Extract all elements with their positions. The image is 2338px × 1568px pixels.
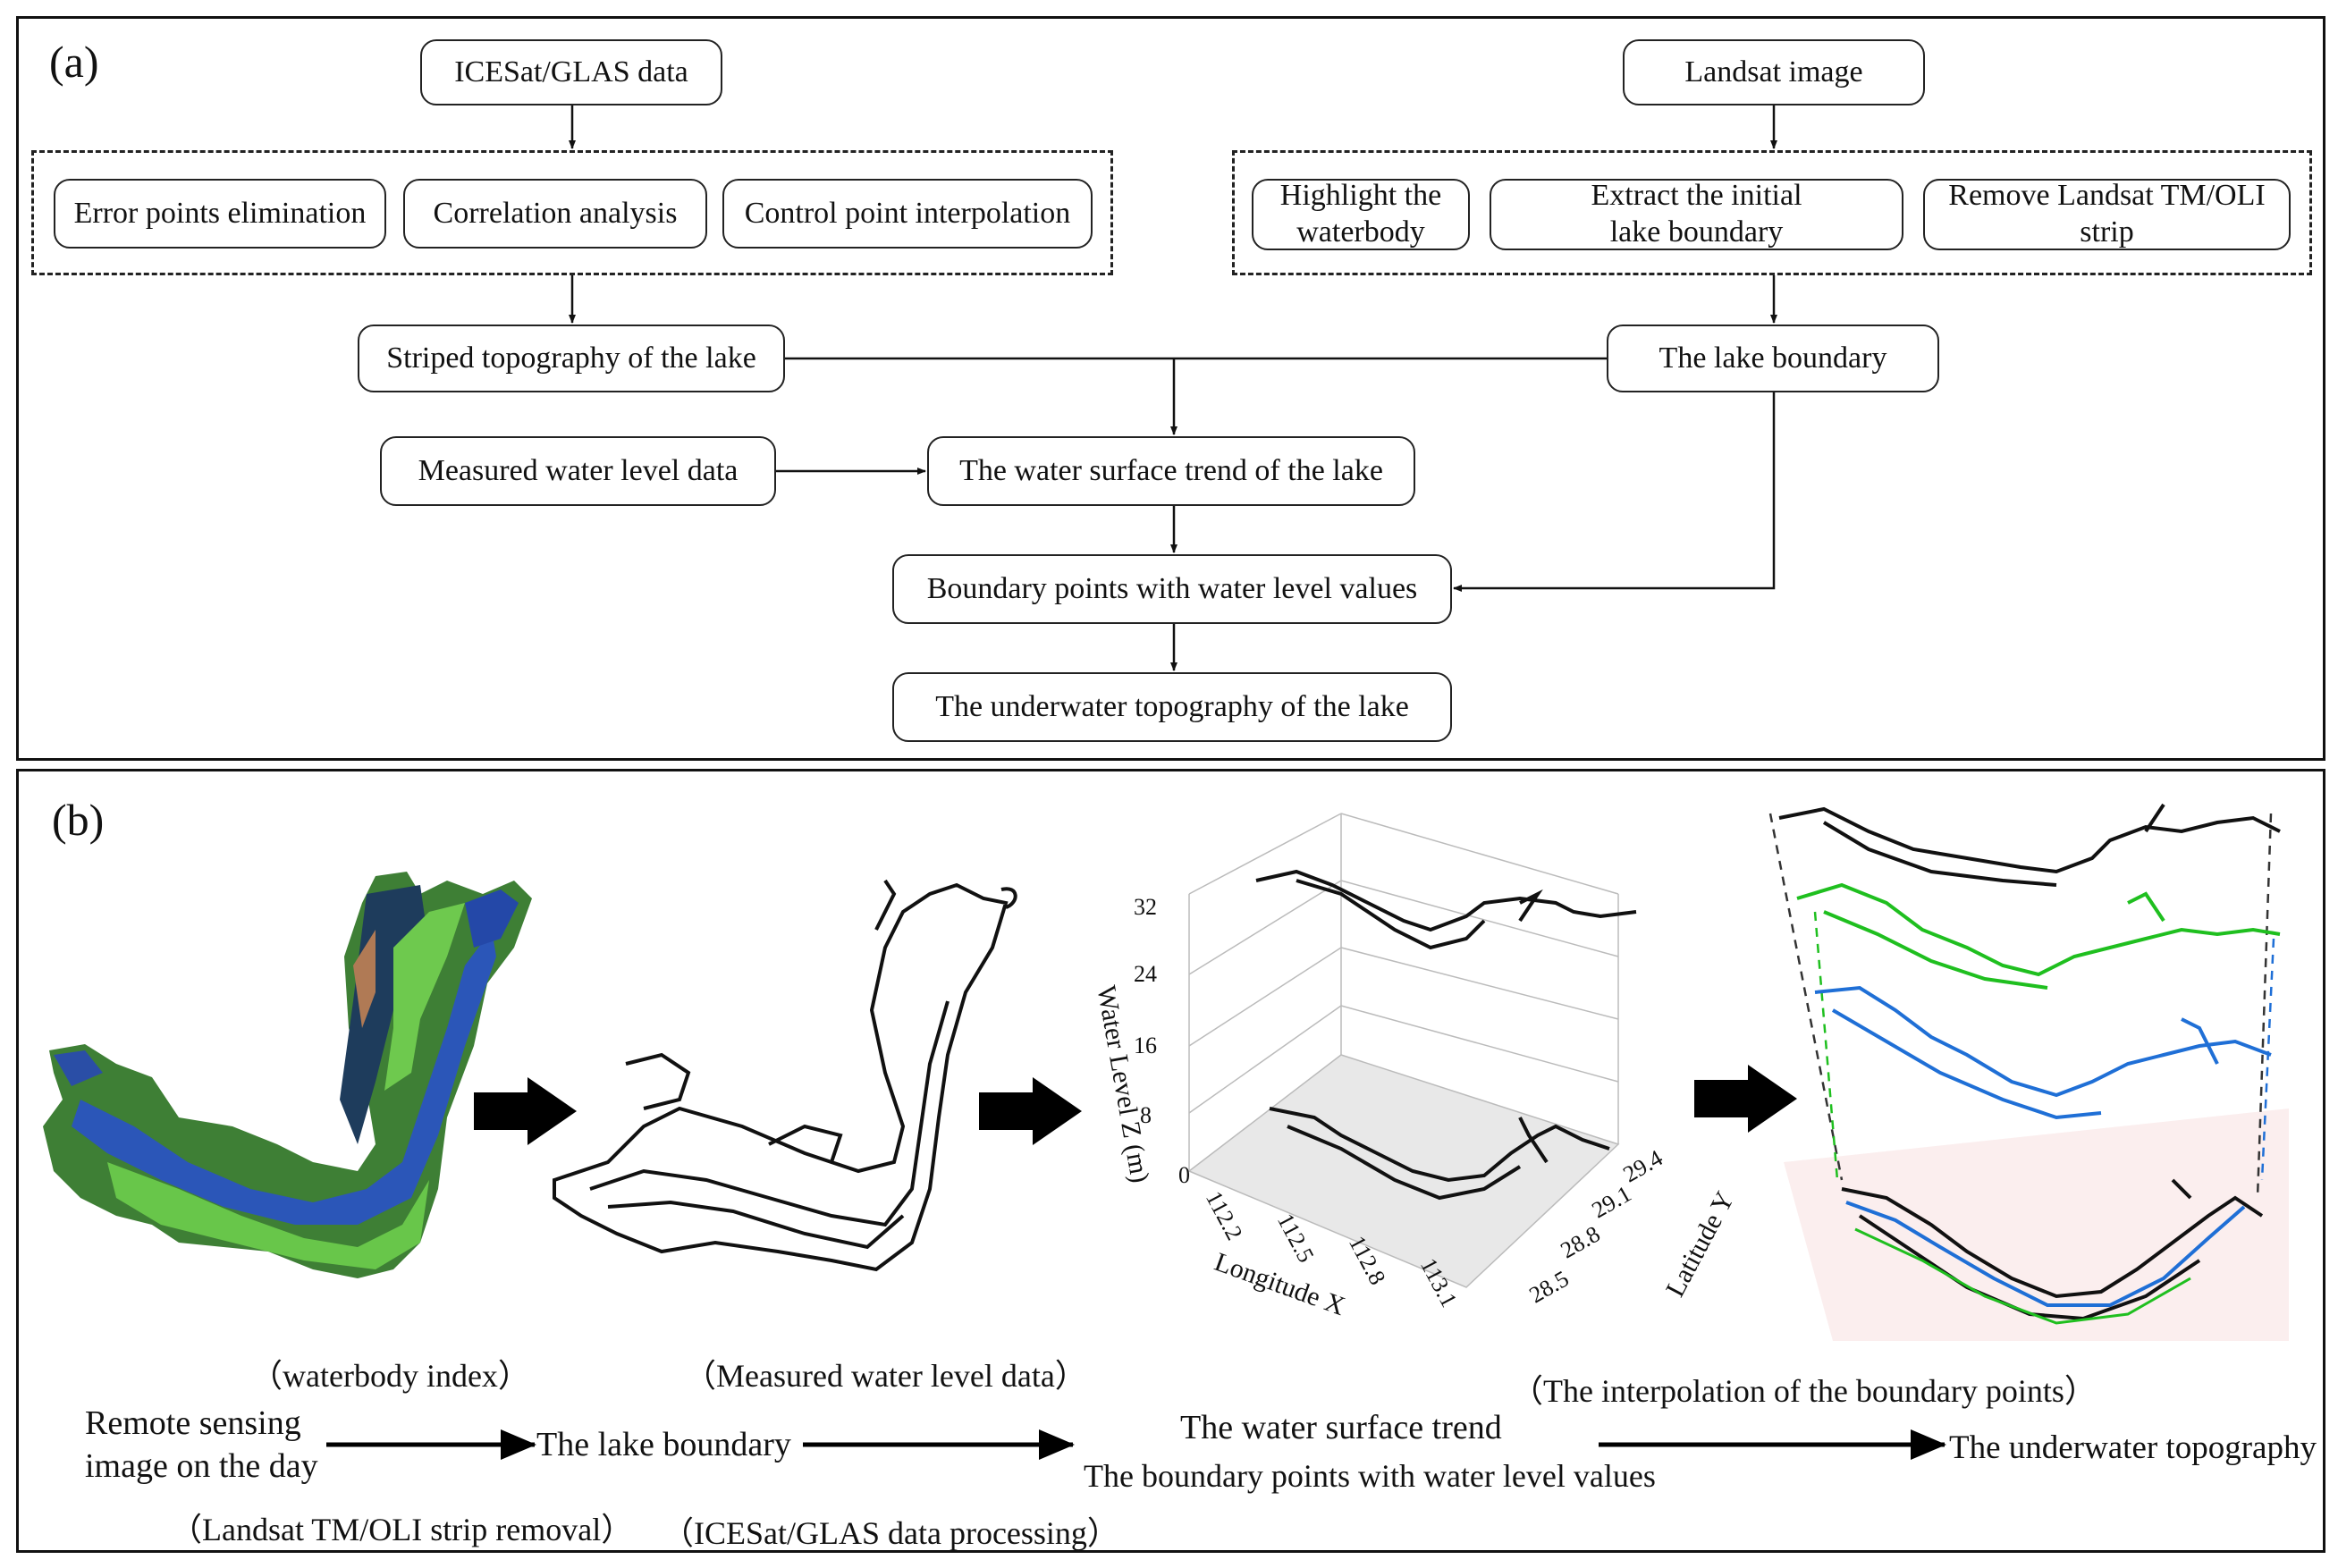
plot3d-frame: [1187, 813, 1620, 1288]
correlation-box: Correlation analysis: [403, 179, 707, 249]
step-remote-sensing-line2: image on the day: [85, 1447, 318, 1485]
step-water-surface-trend: The water surface trend: [1180, 1409, 1502, 1446]
landsat-image-box: Landsat image: [1623, 39, 1925, 105]
block-arrows: [474, 1065, 1797, 1145]
lake-boundary-box: The lake boundary: [1607, 325, 1939, 392]
measured-water-level-box: Measured water level data: [380, 436, 776, 506]
icesat-processing-group: [31, 150, 1113, 275]
step-remote-sensing-line1: Remote sensing: [85, 1404, 301, 1442]
caption-icesat-processing: （ICESat/GLAS data processing）: [662, 1515, 1119, 1551]
panel-a-connectors: [569, 105, 1777, 671]
step-boundary-points: The boundary points with water level val…: [1084, 1458, 1656, 1494]
step-underwater-topography: The underwater topography: [1949, 1429, 2317, 1466]
plot3d-lower-boundary: [1269, 1107, 1610, 1201]
error-points-box: Error points elimination: [54, 179, 386, 249]
boundary-points-box: Boundary points with water level values: [892, 554, 1452, 624]
remove-strip-box: Remove Landsat TM/OLI strip: [1923, 179, 2291, 250]
caption-waterbody-index: （waterbody index）: [250, 1358, 530, 1394]
caption-interpolation: （The interpolation of the boundary point…: [1511, 1373, 2097, 1409]
panel-b: [16, 769, 2325, 1553]
z-tick-8: 8: [1140, 1102, 1152, 1128]
z-tick-16: 16: [1134, 1033, 1157, 1058]
highlight-waterbody-box: Highlight the waterbody: [1252, 179, 1470, 250]
caption-measured-water-level: （Measured water level data）: [684, 1358, 1087, 1394]
extract-boundary-box: Extract the initial lake boundary: [1490, 179, 1903, 250]
z-tick-0: 0: [1178, 1162, 1190, 1188]
panel-a-label: (a): [49, 37, 99, 87]
z-tick-32: 32: [1134, 894, 1157, 920]
icesat-data-box: ICESat/GLAS data: [420, 39, 722, 105]
panel-b-label: (b): [52, 795, 105, 845]
water-surface-trend-box: The water surface trend of the lake: [927, 436, 1415, 506]
interpolation-stack: [1768, 803, 2289, 1341]
caption-landsat-strip-removal: （Landsat TM/OLI strip removal）: [170, 1512, 634, 1547]
control-point-box: Control point interpolation: [722, 179, 1093, 249]
lake-boundary-sketch: [553, 879, 1017, 1272]
striped-topography-box: Striped topography of the lake: [358, 325, 785, 392]
panel-a: [16, 16, 2325, 761]
z-tick-24: 24: [1134, 961, 1157, 987]
underwater-topography-box: The underwater topography of the lake: [892, 672, 1452, 742]
plot3d-upper-boundary: [1255, 869, 1637, 950]
lake-satellite-image: [43, 872, 532, 1278]
step-lake-boundary: The lake boundary: [536, 1426, 791, 1463]
landsat-processing-group: [1232, 150, 2312, 275]
